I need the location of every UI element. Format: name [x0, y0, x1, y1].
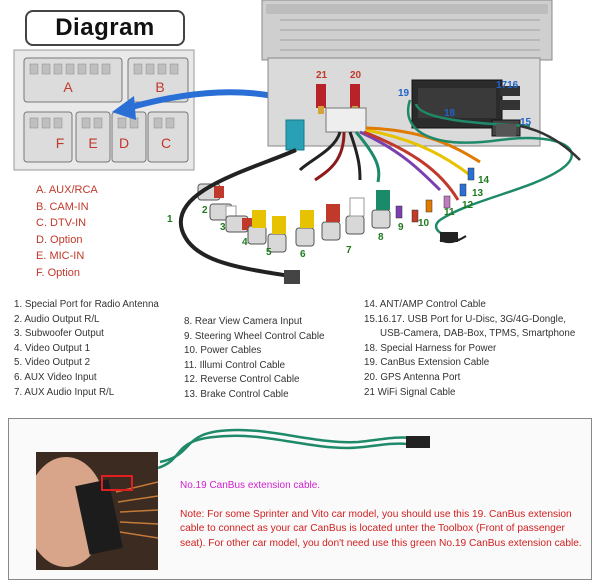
port-list-middle: 8. Rear View Camera Input 9. Steering Wh… — [184, 315, 325, 403]
connector-label-b: B — [155, 79, 164, 95]
callout-3: 3 — [220, 222, 226, 233]
connector-legend: A. AUX/RCA B. CAM-IN C. DTV-IN D. Option… — [36, 182, 98, 281]
port-list-item: 2. Audio Output R/L — [14, 313, 100, 325]
head-unit-chassis — [261, 0, 553, 147]
callout-19: 19 — [398, 88, 410, 99]
wiring-connector-icon — [23, 57, 189, 163]
callout-1: 1 — [167, 214, 173, 225]
callout-1716: 1716 — [496, 80, 519, 91]
port-list-item: 11. Illumi Control Cable — [184, 359, 286, 371]
callout-15: 15 — [520, 117, 532, 128]
callout-9: 9 — [398, 222, 404, 233]
port-list-item: 8. Rear View Camera Input — [184, 316, 302, 327]
legend-item: B. CAM-IN — [36, 200, 89, 213]
callout-12: 12 — [462, 200, 474, 211]
callout-20: 20 — [350, 70, 362, 81]
canbus-plug-photo — [36, 452, 158, 570]
callout-10: 10 — [418, 218, 430, 229]
port-list-item: 4. Video Output 1 — [14, 342, 91, 354]
port-list-right: 14. ANT/AMP Control Cable 15.16.17. USB … — [364, 298, 575, 400]
callout-7: 7 — [346, 245, 352, 256]
callout-14: 14 — [478, 175, 490, 186]
usb-plug — [496, 124, 516, 136]
harness-plug — [325, 107, 367, 133]
port-list-item: 1. Special Port for Radio Antenna — [14, 299, 159, 310]
legend-item: C. DTV-IN — [36, 217, 87, 229]
connector-label-c: C — [161, 135, 171, 151]
port-list-item: 13. Brake Control Cable — [184, 388, 289, 400]
diagram-title-box: Diagram — [25, 10, 185, 46]
port-list-item: 3. Subwoofer Output — [14, 328, 104, 340]
callout-13: 13 — [472, 188, 484, 199]
port-list-item: 15.16.17. USB Port for U-Disc, 3G/4G-Don… — [364, 313, 567, 325]
rca-plug-icon — [197, 183, 391, 253]
port-list-item: 7. AUX Audio Input R/L — [14, 386, 115, 398]
callout-8: 8 — [378, 232, 384, 243]
port-list-left: 1. Special Port for Radio Antenna 2. Aud… — [14, 298, 159, 400]
radio-antenna-port — [285, 119, 305, 151]
legend-item: E. MIC-IN — [36, 250, 85, 262]
port-list-item: 18. Special Harness for Power — [364, 342, 497, 354]
port-list-item: 10. Power Cables — [184, 345, 262, 357]
callout-4: 4 — [242, 237, 248, 248]
callout-11: 11 — [444, 207, 455, 218]
port-list-item: 5. Video Output 2 — [14, 357, 91, 369]
connector-label-f: F — [56, 135, 65, 151]
diagram-title: Diagram — [55, 14, 155, 41]
port-list-item: 14. ANT/AMP Control Cable — [364, 299, 486, 310]
radio-antenna-cable — [178, 148, 297, 278]
callout-21: 21 — [316, 70, 328, 81]
connector-label-e: E — [88, 135, 97, 151]
canbus-note-text: Note: For some Sprinter and Vito car mod… — [180, 509, 582, 549]
port-list-item: 21 WiFi Signal Cable — [364, 386, 456, 398]
legend-item: A. AUX/RCA — [36, 184, 98, 196]
radio-antenna-plug — [284, 270, 300, 284]
port-list-item: USB-Camera, DAB-Box, TPMS, Smartphone — [380, 328, 576, 340]
callout-5: 5 — [266, 247, 272, 258]
port-list-item: 12. Reverse Control Cable — [184, 374, 300, 386]
callout-18: 18 — [444, 108, 456, 119]
wiring-illustration: A B F E D C — [13, 0, 581, 284]
legend-item: D. Option — [36, 233, 83, 246]
connector-label-a: A — [63, 79, 73, 95]
port-list-item: 20. GPS Antenna Port — [364, 371, 461, 383]
connector-label-d: D — [119, 135, 129, 151]
callout-6: 6 — [300, 249, 306, 260]
canbus-title: No.19 CanBus extension cable. — [180, 480, 321, 491]
callout-2: 2 — [202, 205, 208, 216]
legend-item: F. Option — [36, 266, 81, 279]
port-list-item: 19. CanBus Extension Cable — [364, 357, 490, 369]
port-list-item: 6. AUX Video Input — [14, 371, 97, 383]
port-list-item: 9. Steering Wheel Control Cable — [184, 330, 325, 342]
